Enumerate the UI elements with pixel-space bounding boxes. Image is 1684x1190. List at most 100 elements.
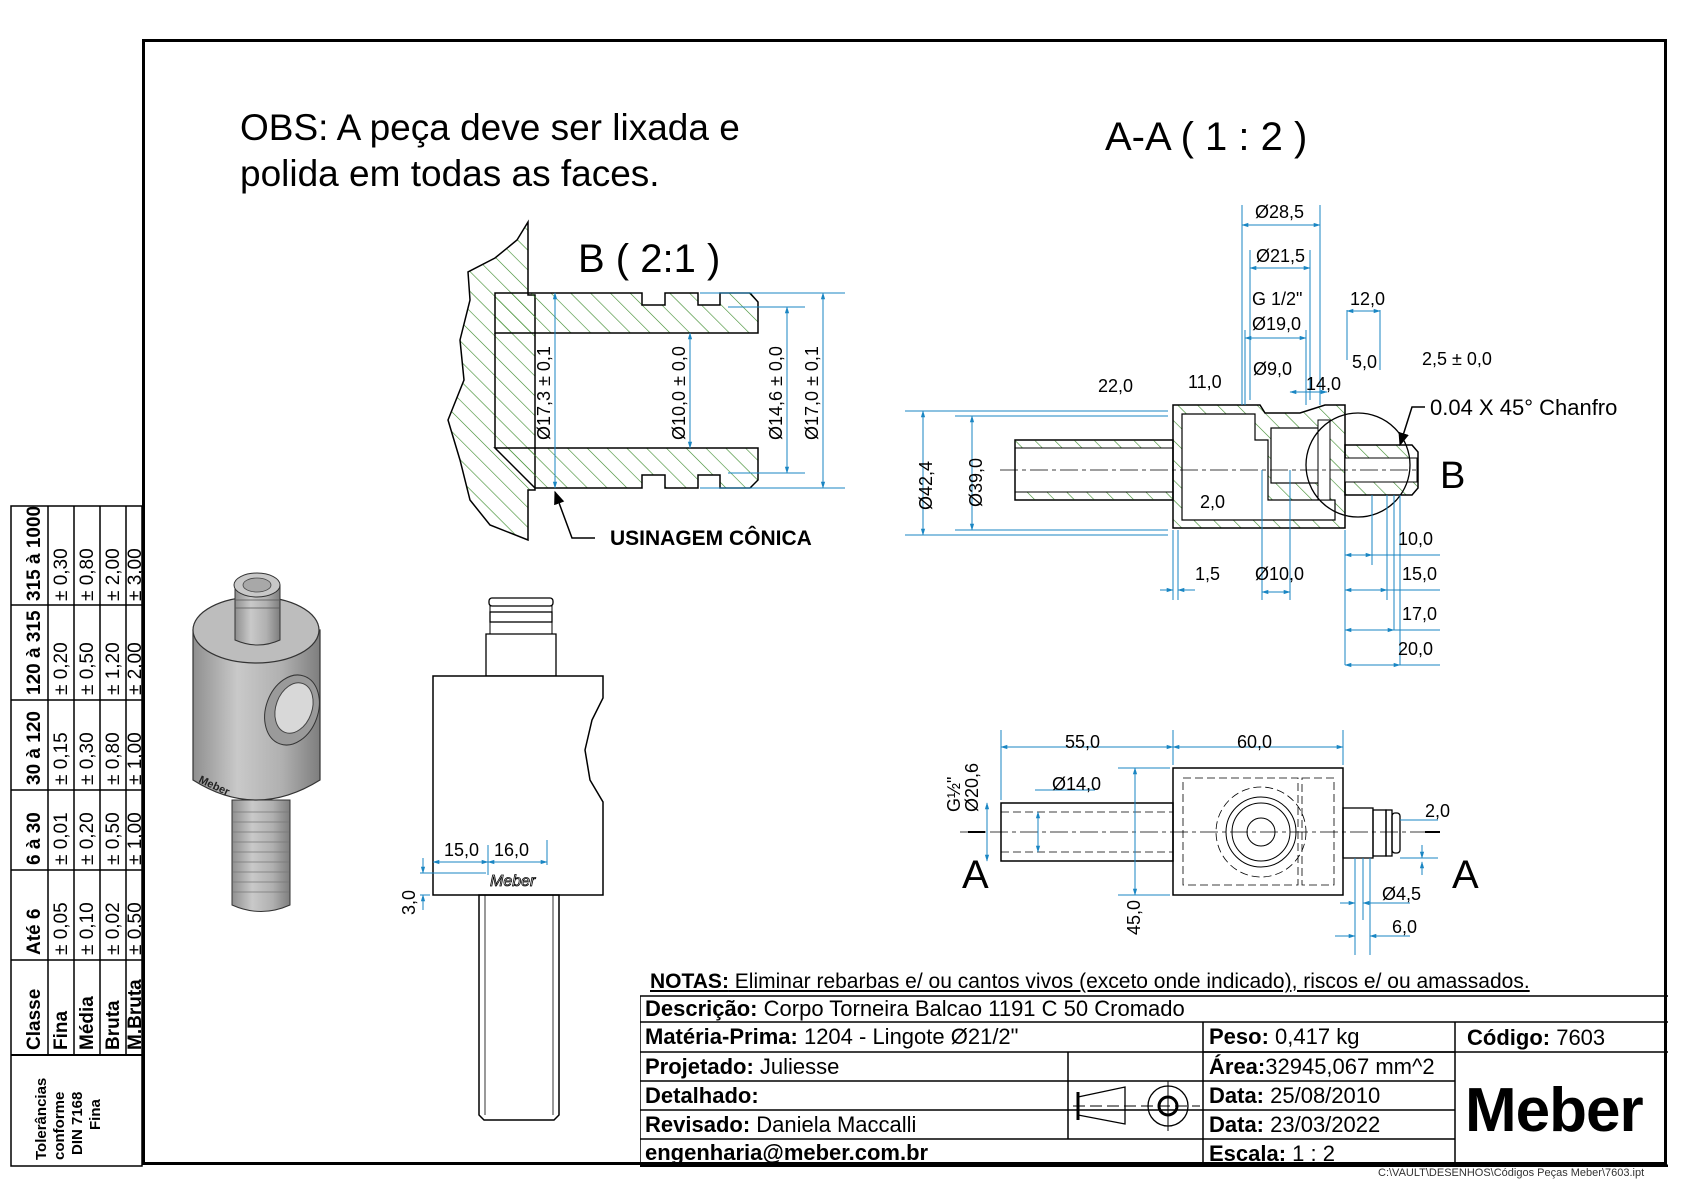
tol-header-30-120: 30 à 120 xyxy=(24,711,45,785)
dim-l45-0: 45,0 xyxy=(1124,900,1144,935)
detail-b-label: B xyxy=(1440,455,1465,497)
dim-l6-0: 6,0 xyxy=(1392,917,1417,937)
descricao-field: Descrição: Corpo Torneira Balcao 1191 C … xyxy=(645,996,1185,1021)
tol-class-fina: Fina xyxy=(51,1011,72,1050)
detail-b-break-section xyxy=(447,219,536,542)
dim-l10-0: 10,0 xyxy=(1398,529,1433,549)
tol-class-media: Média xyxy=(77,996,98,1050)
dim-l17-0: 17,0 xyxy=(1402,604,1437,624)
detalhado-field: Detalhado: xyxy=(645,1083,759,1108)
dim-thread-g12: G 1/2" xyxy=(1252,289,1302,309)
dim-l15-0-front: 15,0 xyxy=(444,840,479,860)
tol-cell: ± 0,80 xyxy=(77,548,98,601)
tol-cell: ± 2,00 xyxy=(125,642,143,695)
email-field: engenharia@meber.com.br xyxy=(645,1140,929,1165)
title-block-grid xyxy=(640,995,1668,1167)
tol-cell: ± 1,00 xyxy=(125,812,143,865)
dim-l60-0: 60,0 xyxy=(1237,732,1272,752)
dim-d14-6: Ø14,6 ± 0,0 xyxy=(766,346,786,440)
dim-l16-0-front: 16,0 xyxy=(494,840,529,860)
escala-field: Escala: 1 : 2 xyxy=(1209,1141,1335,1166)
tol-header-315-1000: 315 à 1000 xyxy=(24,506,45,601)
section-marker-right: A xyxy=(1452,853,1479,897)
tol-header-classe: Classe xyxy=(24,989,45,1050)
data-revisao-field: Data: 23/03/2022 xyxy=(1209,1112,1381,1137)
dim-d17-3: Ø17,3 ± 0,1 xyxy=(534,346,554,440)
projection-symbol-icon xyxy=(1073,1081,1200,1131)
dim-l1-5: 1,5 xyxy=(1195,564,1220,584)
drawing-frame xyxy=(142,39,1667,1165)
tol-cell: ± 0,20 xyxy=(51,642,72,695)
dim-d21-5: Ø21,5 xyxy=(1256,246,1305,266)
tol-title-line: DIN 7168 xyxy=(69,1092,86,1155)
detail-b-lower-wall xyxy=(493,447,759,489)
dim-d4-5: Ø4,5 xyxy=(1382,884,1421,904)
dim-d19-0: Ø19,0 xyxy=(1252,314,1301,334)
dim-d9-0: Ø9,0 xyxy=(1253,359,1292,379)
notes-line: NOTAS: Eliminar rebarbas e/ ou cantos vi… xyxy=(650,970,1530,993)
dim-l2-0: 2,0 xyxy=(1200,492,1225,512)
detail-b-title: B ( 2:1 ) xyxy=(578,237,720,281)
area-field: Área:32945,067 mm^2 xyxy=(1209,1054,1435,1079)
file-path: C:\VAULT\DESENHOS\Códigos Peças Meber\76… xyxy=(1378,1167,1645,1179)
dim-l11-0: 11,0 xyxy=(1188,372,1222,392)
tol-header-6-30: 6 à 30 xyxy=(24,812,45,865)
isometric-view: Meber xyxy=(192,572,321,912)
peso-field: Peso: 0,417 kg xyxy=(1209,1024,1360,1049)
tol-cell: ± 0,30 xyxy=(51,548,72,601)
dim-l20-0: 20,0 xyxy=(1398,639,1433,659)
codigo-field: Código: 7603 xyxy=(1467,1025,1606,1050)
dim-l5-0: 5,0 xyxy=(1352,352,1377,372)
data-criacao-field: Data: 25/08/2010 xyxy=(1209,1083,1381,1108)
tol-cell: ± 1,00 xyxy=(125,732,143,785)
projetado-field: Projetado: Juliesse xyxy=(645,1054,840,1079)
dim-l14-0: 14,0 xyxy=(1306,374,1341,394)
dim-thread-g-half: G½" xyxy=(944,777,964,812)
dim-l55-0: 55,0 xyxy=(1065,732,1100,752)
dim-l12-0: 12,0 xyxy=(1350,289,1385,309)
detail-b-upper-wall xyxy=(494,292,759,334)
tol-cell: ± 0,20 xyxy=(77,812,98,865)
tol-cell: ± 0,80 xyxy=(103,732,124,785)
tol-cell: ± 0,15 xyxy=(51,732,72,785)
dim-l22-0: 22,0 xyxy=(1098,376,1133,396)
tol-cell: ± 0,01 xyxy=(51,812,72,865)
detail-b-circle xyxy=(1305,412,1411,518)
chamfer-note: 0.04 X 45° Chanfro xyxy=(1430,395,1617,420)
tol-class-mbruta: M.Bruta xyxy=(125,979,143,1050)
front-view-engraving: Meber xyxy=(490,873,536,890)
dim-d14-0: Ø14,0 xyxy=(1052,774,1101,794)
tol-cell: ± 0,50 xyxy=(77,642,98,695)
dim-d28-5: Ø28,5 xyxy=(1255,202,1304,222)
obs-note: OBS: A peça deve ser lixada e polida em … xyxy=(240,107,740,194)
tolerance-table: Classe Até 6 6 à 30 30 à 120 120 à 315 3… xyxy=(10,505,143,1167)
section-aa-view: A-A ( 1 : 2 ) B 0.04 X 45° Chanfro xyxy=(905,115,1617,668)
detail-b-view: B ( 2:1 ) Ø17,3 ± 0,1 Ø10,0 ± 0,0 Ø14,6 … xyxy=(447,219,845,550)
dim-d17-0: Ø17,0 ± 0,1 xyxy=(802,346,822,440)
dim-d20-6: Ø20,6 xyxy=(962,763,982,812)
dim-d42-4: Ø42,4 xyxy=(916,461,936,510)
meber-logo: Meber xyxy=(1465,1076,1644,1145)
dim-l3-0-front: 3,0 xyxy=(399,890,419,915)
dim-d39-0: Ø39,0 xyxy=(966,458,986,507)
front-view: Meber 15,0 16,0 3,0 xyxy=(399,597,604,1121)
tol-header-120-315: 120 à 315 xyxy=(24,610,45,695)
dim-d10-0: Ø10,0 ± 0,0 xyxy=(669,346,689,440)
tol-title-line: Fina xyxy=(87,1099,104,1130)
tol-cell: ± 0,02 xyxy=(103,902,124,955)
section-aa-title: A-A ( 1 : 2 ) xyxy=(1105,115,1307,159)
usinagem-callout: USINAGEM CÔNICA xyxy=(610,526,812,550)
tol-header-ate6: Até 6 xyxy=(24,909,45,955)
tol-cell: ± 0,50 xyxy=(125,902,143,955)
materia-prima-field: Matéria-Prima: 1204 - Lingote Ø21/2" xyxy=(645,1024,1019,1049)
tol-cell: ± 0,10 xyxy=(77,902,98,955)
section-marker-left: A xyxy=(962,853,989,897)
tol-class-bruta: Bruta xyxy=(103,1000,124,1050)
top-view: A A 55,0 60,0 Ø14,0 G½" Ø20,6 45,0 xyxy=(944,730,1479,955)
tol-title-line: Tolerâncias xyxy=(33,1078,50,1160)
tol-cell: ± 0,50 xyxy=(103,812,124,865)
tol-cell: ± 3,00 xyxy=(125,548,143,601)
tol-title-line: conforme xyxy=(51,1092,68,1160)
dim-l15-0: 15,0 xyxy=(1402,564,1437,584)
